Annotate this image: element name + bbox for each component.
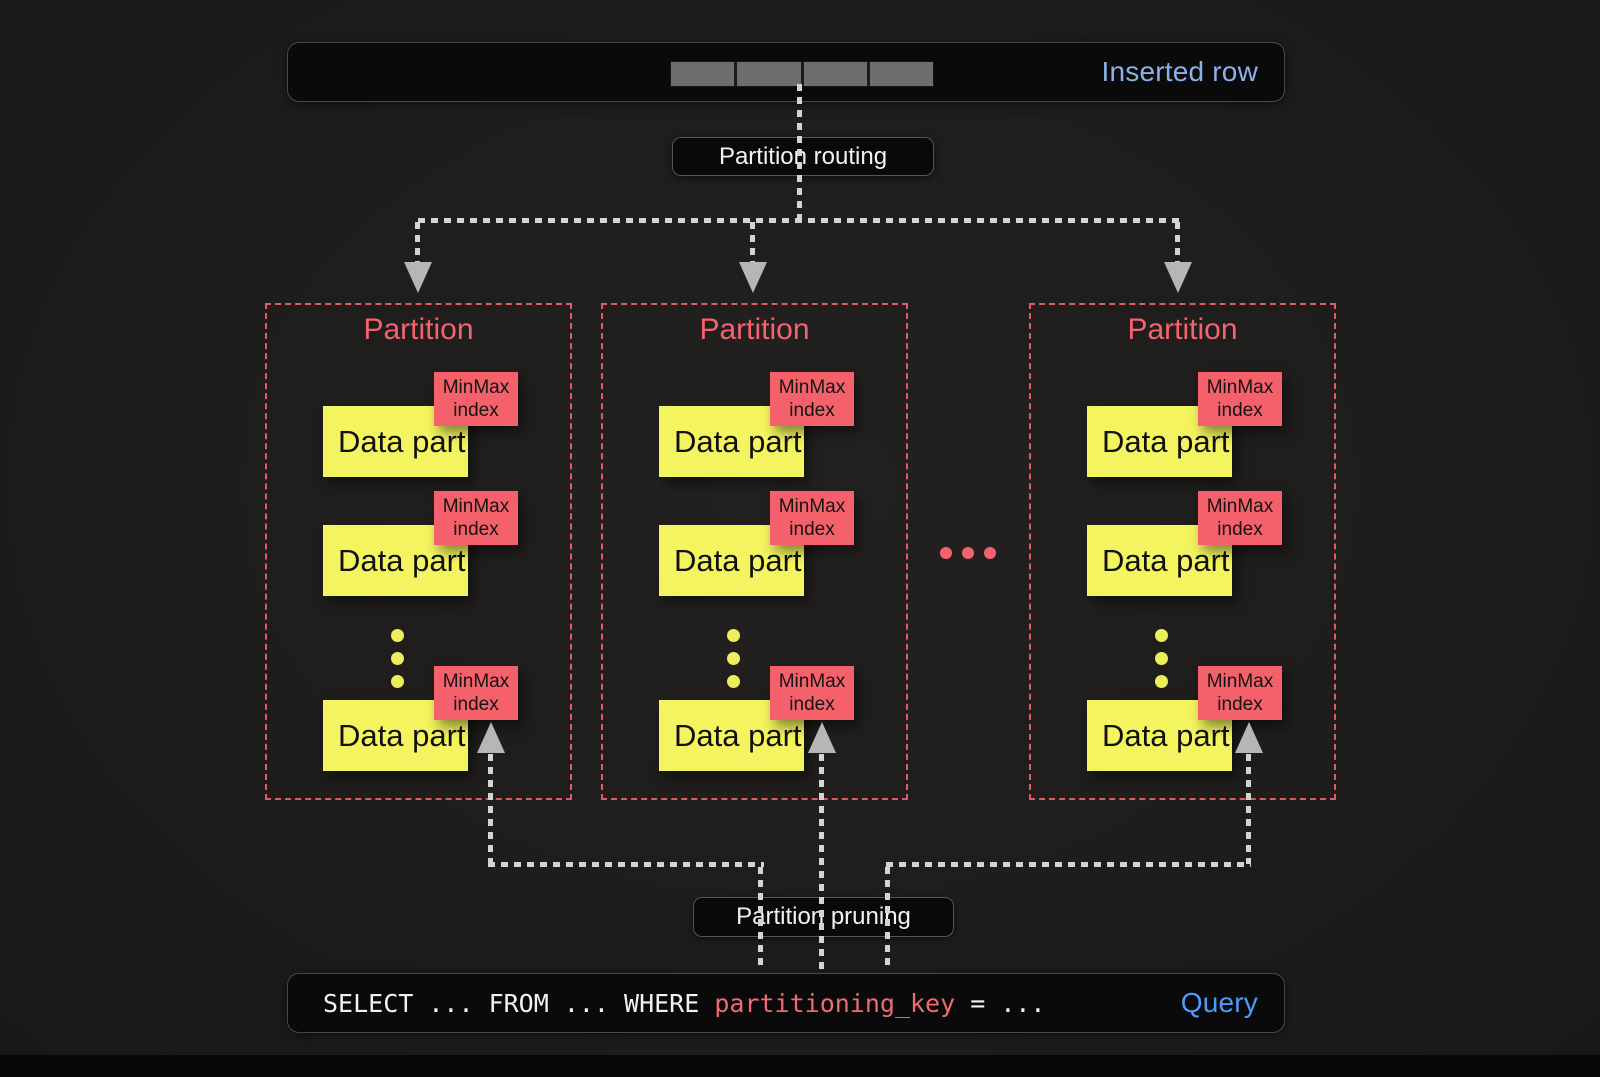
minmax-index-tag: MinMax index bbox=[1198, 372, 1282, 426]
minmax-index-tag: MinMax index bbox=[434, 372, 518, 426]
more-parts-dot bbox=[1155, 675, 1168, 688]
inserted-row-label: Inserted row bbox=[1101, 56, 1258, 87]
row-segment bbox=[803, 62, 870, 86]
minmax-index-tag: MinMax index bbox=[434, 666, 518, 720]
branch-line bbox=[418, 218, 1180, 223]
partition-box-2: Partition Data part MinMax index Data pa… bbox=[601, 303, 908, 800]
row-segment bbox=[737, 62, 804, 86]
more-parts-dot bbox=[727, 629, 740, 642]
query-bar: SELECT ... FROM ... WHERE partitioning_k… bbox=[287, 973, 1285, 1033]
pruning-line-right-down bbox=[885, 867, 890, 970]
arrow-up-icon bbox=[808, 722, 836, 753]
data-part-box: Data part bbox=[323, 525, 468, 596]
more-parts-dot bbox=[727, 675, 740, 688]
more-parts-dot bbox=[391, 652, 404, 665]
more-parts-dot bbox=[1155, 629, 1168, 642]
arrow-up-icon bbox=[1235, 722, 1263, 753]
pruning-line-left-horizontal bbox=[488, 862, 764, 867]
pruning-line-left-up bbox=[488, 754, 493, 864]
more-parts-dot bbox=[391, 629, 404, 642]
arrow-down-icon bbox=[739, 262, 767, 293]
minmax-index-tag: MinMax index bbox=[434, 491, 518, 545]
branch-drop-line-3 bbox=[1175, 222, 1180, 264]
minmax-index-tag: MinMax index bbox=[770, 372, 854, 426]
pruning-line-right-horizontal bbox=[886, 862, 1251, 867]
inserted-row-bar: Inserted row bbox=[287, 42, 1285, 102]
data-part-box: Data part bbox=[1087, 525, 1232, 596]
sql-suffix: = ... bbox=[955, 988, 1046, 1018]
partition-routing-text: Partition routing bbox=[718, 142, 888, 170]
minmax-index-tag: MinMax index bbox=[770, 666, 854, 720]
arrow-up-icon bbox=[477, 722, 505, 753]
row-segment bbox=[869, 62, 933, 86]
partition-routing-label: Partition routing bbox=[672, 137, 934, 176]
query-label: Query bbox=[1180, 987, 1258, 1018]
partition-title: Partition bbox=[363, 313, 474, 346]
minmax-index-tag: MinMax index bbox=[770, 491, 854, 545]
more-partitions-dot bbox=[962, 547, 974, 559]
pruning-line-center bbox=[819, 754, 824, 970]
sql-partitioning-key: partitioning_key bbox=[714, 988, 956, 1018]
arrow-down-icon bbox=[404, 262, 432, 293]
bottom-strip bbox=[0, 1055, 1600, 1077]
sql-prefix: SELECT ... FROM ... WHERE bbox=[323, 988, 715, 1018]
row-segment bbox=[671, 62, 738, 86]
partition-title: Partition bbox=[1127, 313, 1238, 346]
row-segments bbox=[670, 61, 934, 87]
routing-connector-line bbox=[797, 84, 802, 220]
partition-title: Partition bbox=[699, 313, 810, 346]
branch-drop-line-1 bbox=[415, 222, 420, 264]
minmax-index-tag: MinMax index bbox=[1198, 491, 1282, 545]
more-parts-dot bbox=[727, 652, 740, 665]
arrow-down-icon bbox=[1164, 262, 1192, 293]
sql-query-text: SELECT ... FROM ... WHERE partitioning_k… bbox=[288, 989, 1045, 1018]
branch-drop-line-2 bbox=[750, 222, 755, 264]
pruning-line-right-up bbox=[1246, 754, 1251, 864]
more-partitions-dot bbox=[984, 547, 996, 559]
pruning-line-left-down bbox=[758, 867, 763, 970]
data-part-box: Data part bbox=[323, 700, 468, 771]
partition-box-3: Partition Data part MinMax index Data pa… bbox=[1029, 303, 1336, 800]
more-parts-dot bbox=[1155, 652, 1168, 665]
more-parts-dot bbox=[391, 675, 404, 688]
more-partitions-dots bbox=[940, 547, 996, 559]
more-partitions-dot bbox=[940, 547, 952, 559]
data-part-box: Data part bbox=[1087, 700, 1232, 771]
partition-box-1: Partition Data part MinMax index Data pa… bbox=[265, 303, 572, 800]
minmax-index-tag: MinMax index bbox=[1198, 666, 1282, 720]
